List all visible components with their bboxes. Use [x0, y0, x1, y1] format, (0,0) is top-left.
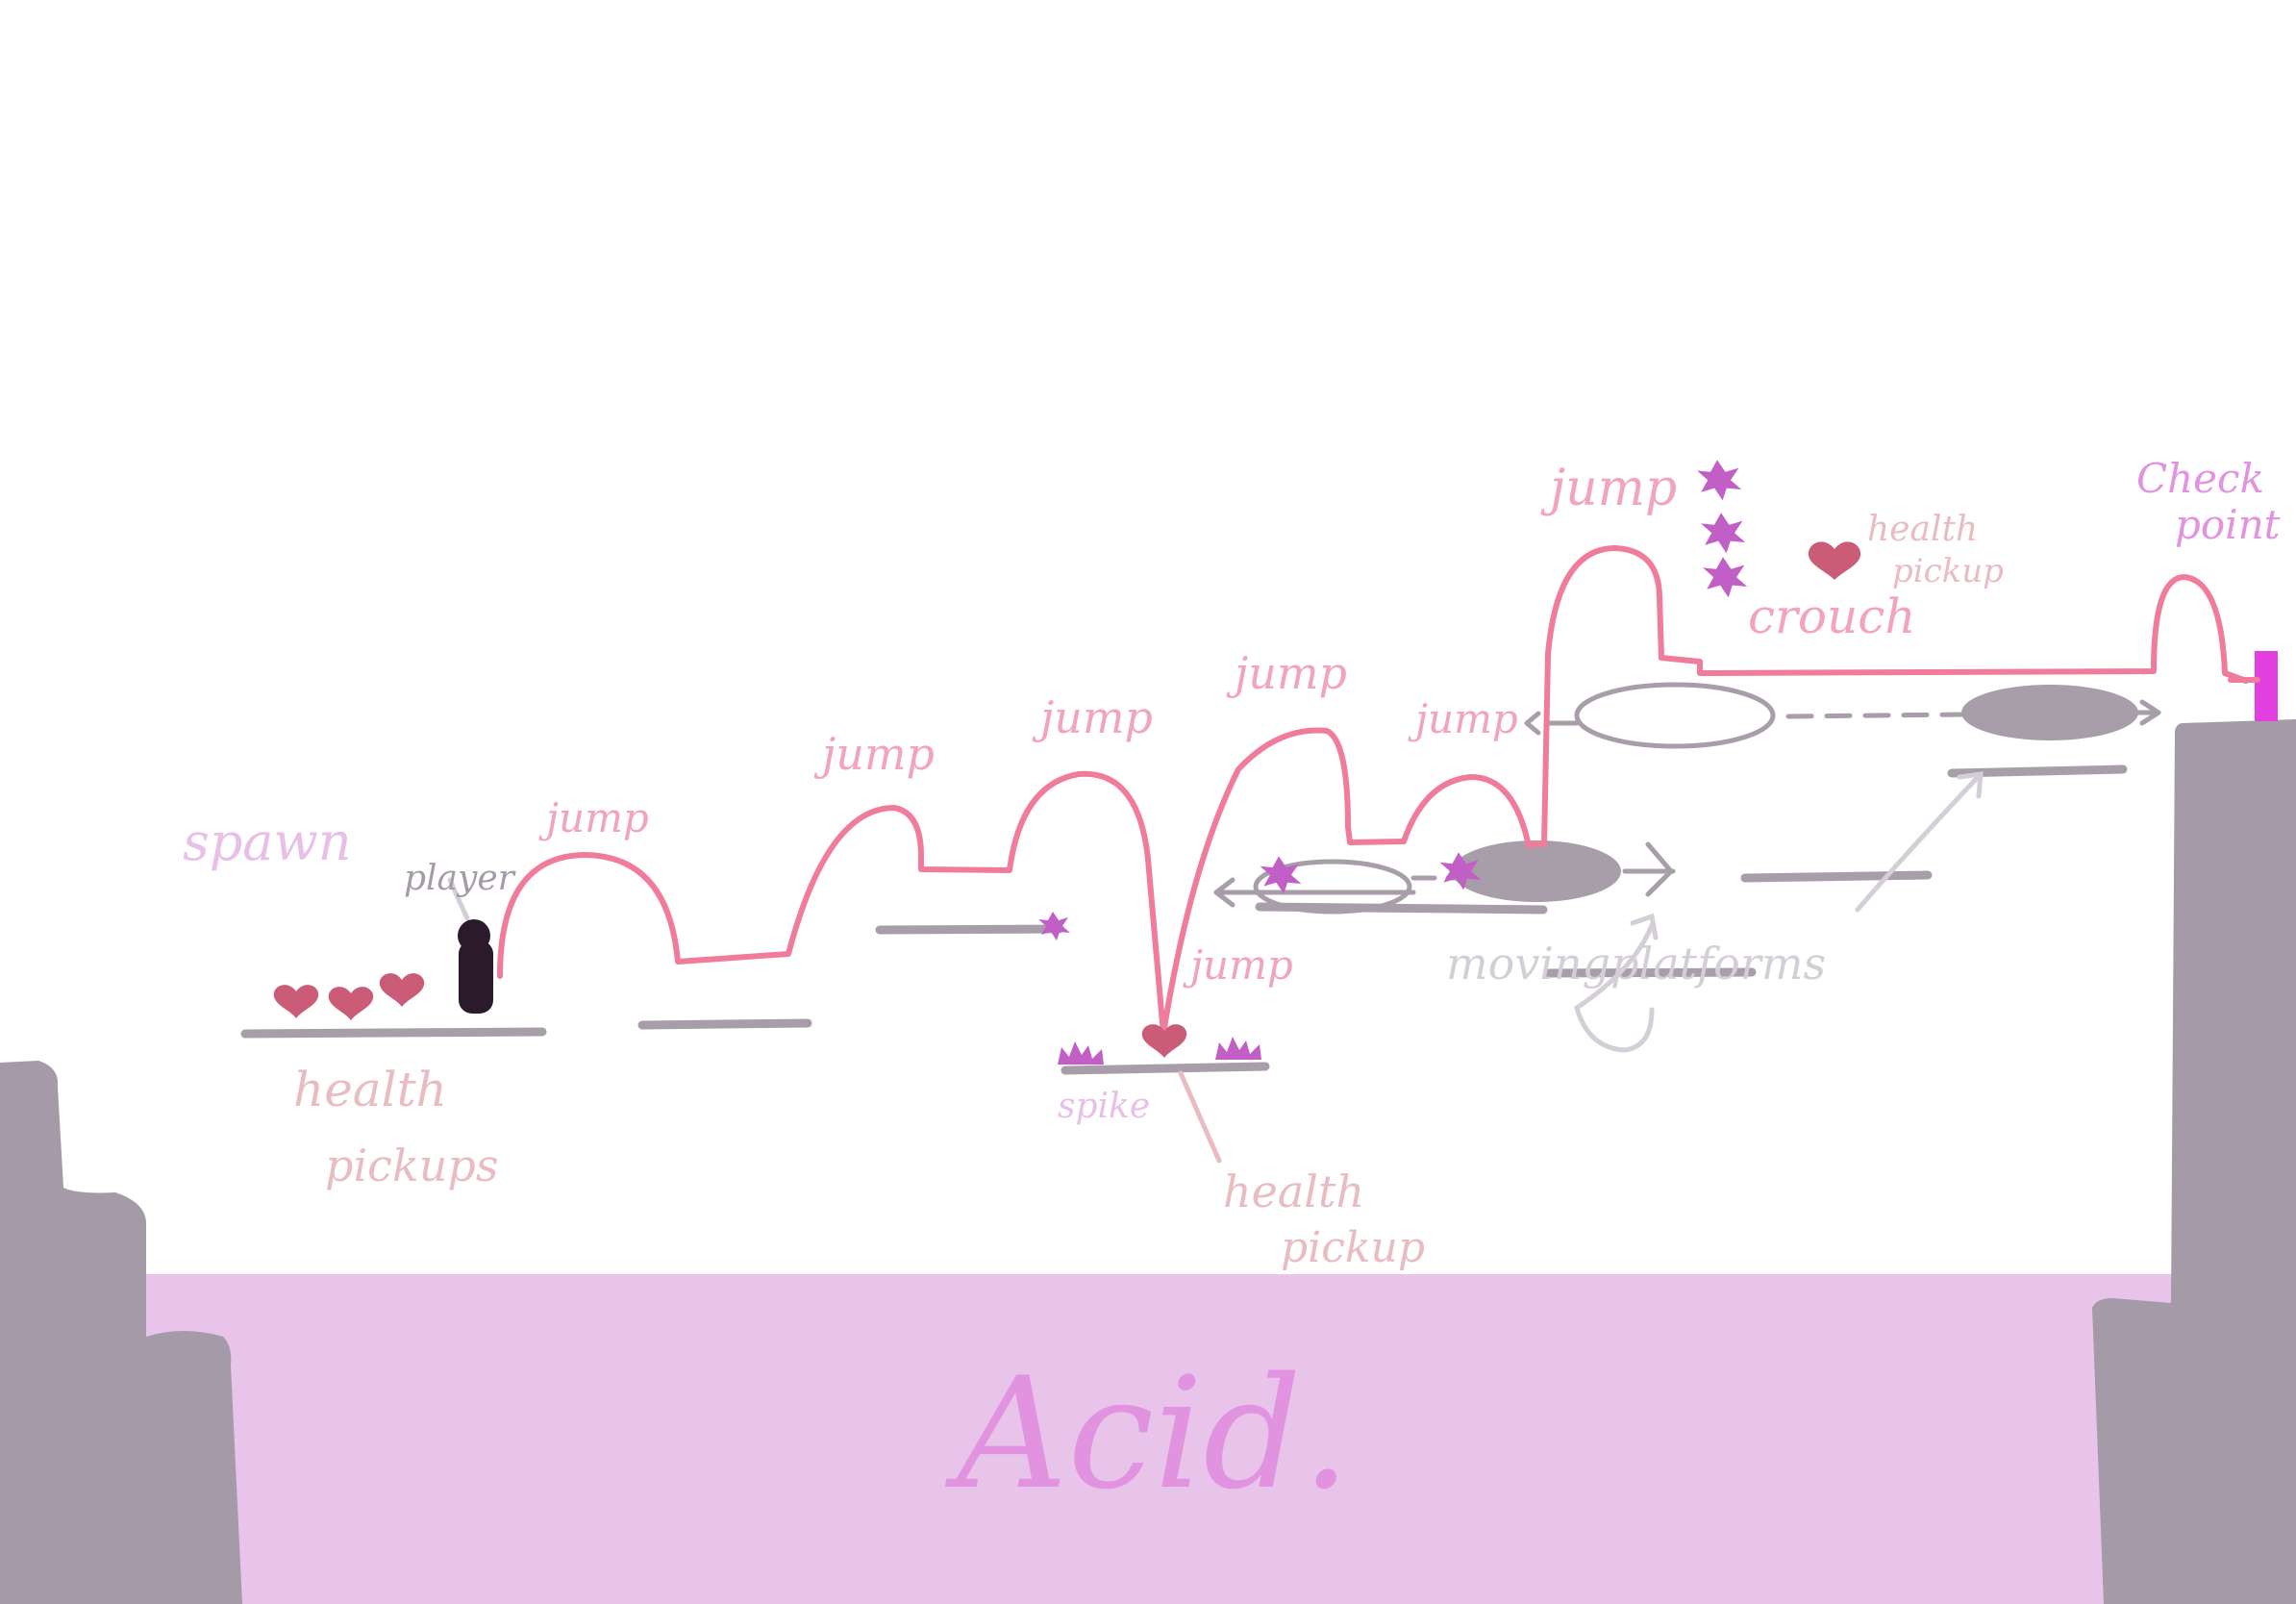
label-health-pickup-top-line1: health	[1867, 510, 1978, 549]
annotation-pointers	[1574, 771, 1984, 1053]
right-cliff	[2092, 719, 2296, 1604]
label-jump-7: jump	[1540, 460, 1677, 517]
platform-2	[637, 1018, 812, 1030]
platform-moving-4	[1740, 870, 1933, 883]
player-character	[458, 919, 493, 1014]
label-jump-1: jump	[538, 794, 649, 841]
label-health-pickup-mid-line1: health	[1223, 1165, 1364, 1217]
label-jump-5: jump	[1408, 695, 1518, 742]
jump-path	[497, 545, 2249, 1037]
platform-spawn	[240, 1027, 547, 1039]
label-checkpoint-line1: Check	[2136, 455, 2264, 502]
pointer-player	[447, 877, 470, 921]
label-moving-platforms: movingplatforms	[1446, 938, 1826, 990]
health-pickup-icons	[273, 541, 1861, 1058]
acid-pool	[0, 1274, 2296, 1604]
label-jump-4: jump	[1226, 647, 1347, 699]
label-acid: Acid.	[944, 1343, 1351, 1523]
label-health-pickup-top-line2: pickup	[1892, 552, 2004, 590]
label-health-pickup-mid-line2: pickup	[1281, 1223, 1425, 1272]
label-spike: spike	[1058, 1087, 1150, 1126]
moving-platform-filled-2	[1961, 685, 2138, 740]
pointer-health-pickup	[1178, 1070, 1222, 1164]
platform-3	[875, 924, 1064, 935]
label-spawn: spawn	[183, 812, 351, 872]
label-jump-3: jump	[1032, 691, 1153, 743]
label-jump-6: jump	[1183, 941, 1293, 989]
spike-hazards	[1038, 460, 1748, 1065]
label-crouch: crouch	[1748, 589, 1915, 644]
moving-platform-outline-1	[1253, 859, 1412, 915]
platform-moving-3	[1543, 967, 1757, 978]
platform-spike-pit	[1061, 1062, 1270, 1075]
moving-platform-outline-2	[1574, 682, 1776, 749]
moving-platform-filled-1	[1452, 840, 1621, 902]
label-health-pickups-line2: pickups	[325, 1140, 498, 1191]
platform-moving-1	[1255, 902, 1548, 915]
label-checkpoint-line2: point	[2175, 501, 2281, 548]
label-health-pickups-line1: health	[293, 1062, 447, 1117]
label-jump-2: jump	[813, 728, 935, 780]
checkpoint-flag	[2255, 651, 2278, 721]
label-player: player	[404, 859, 516, 898]
left-cliff	[0, 1061, 242, 1604]
